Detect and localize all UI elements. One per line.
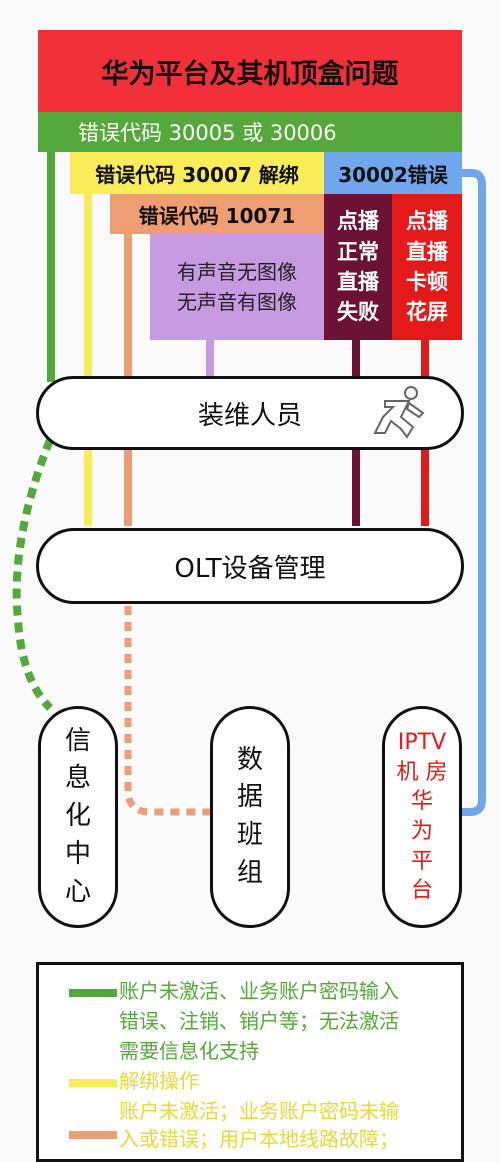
red-line-3: 卡顿 — [406, 270, 448, 294]
legend-yellow-line-1: 账户未激活；业务账户密码未输 — [119, 1099, 399, 1123]
orange-dotted-line — [124, 606, 212, 816]
iptv-line-3: 华 — [410, 789, 433, 815]
info-char-1: 信 — [64, 725, 91, 756]
legend-orange-bar — [69, 1131, 117, 1139]
red-line-2: 直播 — [406, 239, 448, 264]
code-orange-box: 错误代码 10071 — [110, 194, 324, 234]
maintenance-label: 装维人员 — [197, 400, 302, 431]
legend-box: 账户未激活、业务账户密码输入 错误、注销、销户等；无法激活 需要信息化支持 解绑… — [36, 962, 464, 1162]
green-dotted-line — [12, 438, 54, 711]
legend-green-line-3: 需要信息化支持 — [119, 1039, 259, 1063]
maroon-line-4: 失败 — [337, 300, 379, 325]
main-title: 华为平台及其机顶盒问题 — [38, 30, 462, 112]
data-team-node: 数 据 班 组 — [210, 706, 290, 928]
info-char-5: 心 — [64, 876, 91, 907]
blue-line — [460, 169, 486, 816]
red-line-4: 花屏 — [406, 300, 448, 325]
info-char-2: 息 — [64, 763, 91, 794]
legend-green-line-1: 账户未激活、业务账户密码输入 — [119, 979, 399, 1003]
red-line-1: 点播 — [406, 209, 448, 234]
symptom-maroon-box: 点播 正常 直播 失败 — [324, 194, 392, 340]
code-green-box: 错误代码 30005 或 30006 — [38, 112, 462, 152]
running-man-icon — [373, 386, 425, 439]
symptom-red-box: 点播 直播 卡顿 花屏 — [392, 194, 462, 340]
code-blue-box: 30002错误 — [324, 152, 462, 194]
maroon-line-2: 正常 — [337, 239, 379, 264]
info-char-3: 化 — [64, 801, 91, 832]
legend-yellow-line-2: 入或错误；用户本地线路故障； — [119, 1127, 399, 1151]
legend-yellow-bar — [69, 1079, 117, 1087]
data-char-4: 组 — [236, 857, 263, 888]
olt-management-node: OLT设备管理 — [36, 528, 464, 604]
iptv-line-5: 平 — [410, 848, 433, 874]
maroon-line-3: 直播 — [337, 270, 379, 294]
maintenance-staff-node: 装维人员 — [36, 376, 464, 450]
info-center-node: 信 息 化 中 心 — [38, 706, 118, 928]
olt-label: OLT设备管理 — [174, 553, 326, 584]
maroon-line-1: 点播 — [337, 209, 379, 234]
legend-green-line-2: 错误、注销、销户等；无法激活 — [119, 1009, 399, 1033]
purple-line-1: 有声音无图像 — [177, 260, 297, 284]
iptv-line-6: 台 — [410, 878, 433, 904]
iptv-line-1: IPTV — [397, 729, 447, 755]
purple-line-2: 无声音有图像 — [177, 290, 297, 314]
iptv-line-2: 机 房 — [396, 759, 448, 785]
code-yellow-box: 错误代码 30007 解绑 — [70, 152, 324, 194]
iptv-line-4: 为 — [410, 819, 433, 844]
legend-yellow-title: 解绑操作 — [119, 1069, 199, 1093]
data-char-2: 据 — [236, 782, 263, 813]
data-char-3: 班 — [236, 820, 263, 850]
symptom-purple-box: 有声音无图像 无声音有图像 — [150, 234, 324, 340]
iptv-platform-node: IPTV 机 房 华 为 平 台 — [382, 706, 462, 928]
legend-green-bar — [69, 989, 117, 997]
data-char-1: 数 — [236, 744, 263, 775]
info-char-4: 中 — [64, 838, 91, 869]
